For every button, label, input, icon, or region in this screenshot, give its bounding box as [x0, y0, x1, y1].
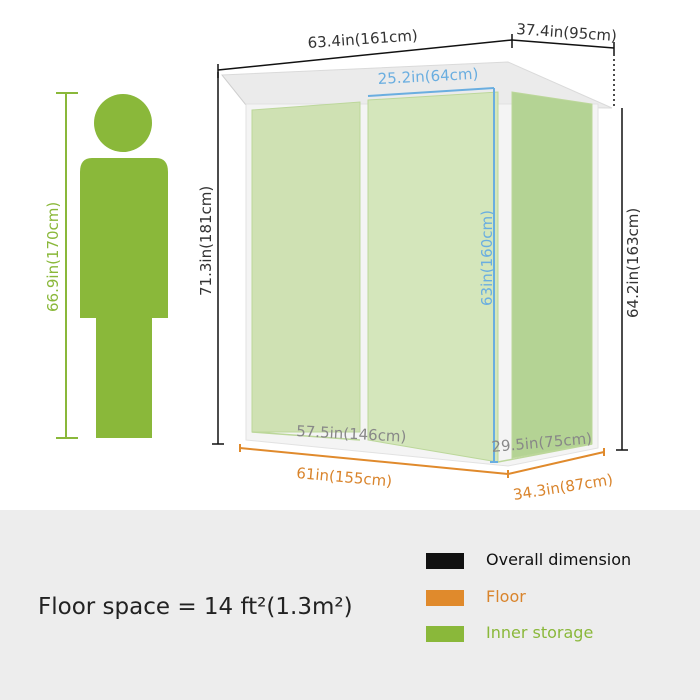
legend-label-overall: Overall dimension — [486, 550, 632, 569]
floor-space-text: Floor space = 14 ft²(1.3m²) — [38, 594, 353, 620]
legend-label-floor: Floor — [486, 587, 526, 606]
shed-dimension-diagram: 63.4in(161cm) 37.4in(95cm) 71.3in(181cm)… — [44, 20, 642, 504]
shed-body — [245, 91, 599, 467]
door-measure-lines — [367, 87, 498, 463]
inner-storage-lines — [251, 431, 593, 463]
floor-width-label: 61in(155cm) — [296, 464, 393, 490]
overall-height-label: 71.3in(181cm) — [197, 186, 215, 296]
floor-outline — [239, 444, 605, 478]
footer-panel: Floor space = 14 ft²(1.3m²) Overall dime… — [0, 510, 700, 700]
legend-swatch-overall — [426, 553, 464, 569]
legend-label-inner: Inner storage — [486, 623, 594, 642]
person-height-line — [56, 92, 78, 439]
legend-swatch-floor — [426, 590, 464, 606]
back-height-label: 64.2in(163cm) — [624, 208, 642, 318]
door-width-label: 25.2in(64cm) — [377, 65, 479, 88]
overall-width-label: 63.4in(161cm) — [307, 26, 418, 52]
person-height-label: 66.9in(170cm) — [44, 202, 62, 312]
door-height-label: 63in(160cm) — [478, 210, 496, 306]
overall-dimension-lines — [212, 34, 628, 451]
floor-depth-label: 34.3in(87cm) — [512, 470, 614, 504]
legend-swatch-inner — [426, 626, 464, 642]
inner-width-label: 57.5in(146cm) — [296, 422, 407, 446]
person-silhouette — [80, 94, 168, 438]
